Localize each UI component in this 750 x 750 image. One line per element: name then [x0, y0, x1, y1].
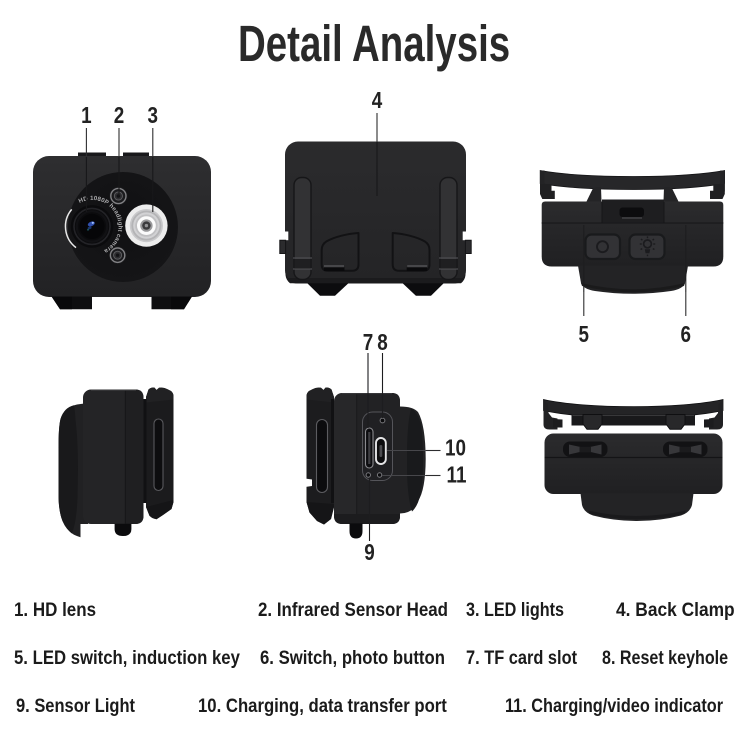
svg-text:3: 3: [148, 103, 158, 128]
svg-text:10: 10: [445, 436, 466, 461]
svg-text:8: 8: [377, 330, 388, 355]
svg-text:11: 11: [447, 463, 467, 488]
svg-text:5: 5: [579, 322, 590, 347]
svg-text:6: 6: [681, 322, 691, 347]
svg-text:4: 4: [372, 88, 383, 113]
svg-text:1: 1: [81, 103, 92, 128]
svg-text:7: 7: [363, 330, 373, 355]
svg-text:9: 9: [364, 540, 374, 565]
svg-text:2: 2: [114, 103, 124, 128]
